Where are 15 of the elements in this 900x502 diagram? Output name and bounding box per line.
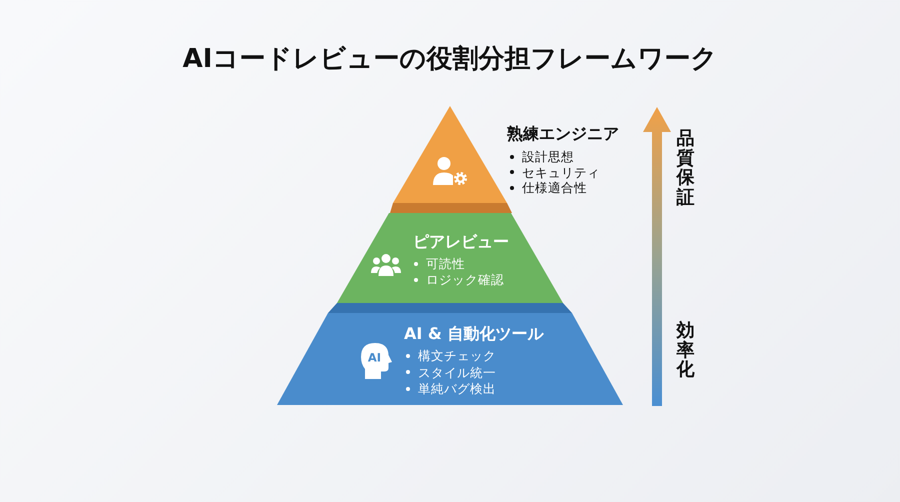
- axis-label: 品質保証: [676, 129, 695, 207]
- bullet-item: ロジック確認: [412, 272, 504, 288]
- bullet-item: 構文チェック: [404, 348, 496, 364]
- bullet-item: 可読性: [412, 256, 465, 272]
- tier-heading: ピアレビュー: [413, 232, 509, 252]
- tier-heading: 熟練エンジニア: [507, 124, 619, 144]
- axis-label: 効率化: [676, 321, 695, 380]
- head-icon: AI: [361, 342, 392, 379]
- bullet-item: 仕様適合性: [508, 180, 587, 196]
- tier-heading: AI & 自動化ツール: [404, 324, 544, 344]
- title: AIコードレビューの役割分担フレームワーク: [182, 43, 718, 76]
- bullet-item: 設計思想: [508, 149, 574, 164]
- bullet-item: 単純バグ検出: [404, 381, 496, 398]
- bullet-item: セキュリティ: [508, 164, 600, 180]
- bullet-item: スタイル統一: [404, 364, 496, 381]
